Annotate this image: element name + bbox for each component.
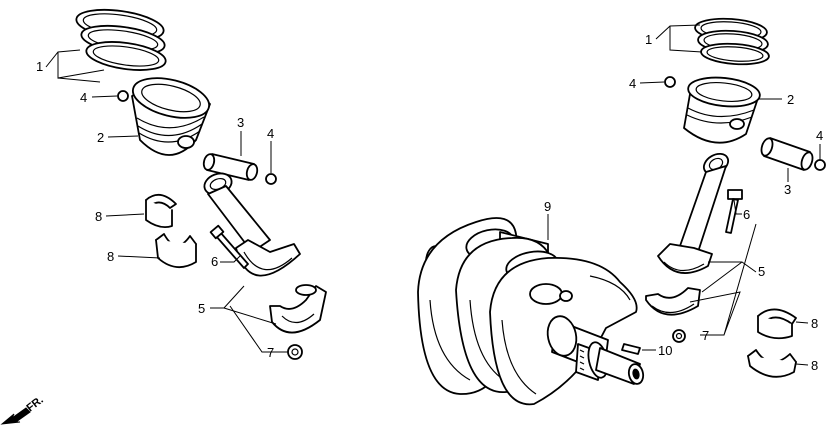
callout-clip-left-b: 4 (267, 126, 274, 141)
bearing-upper-left (145, 194, 177, 229)
callout-bearing-upper-left: 8 (95, 209, 102, 224)
front-direction-marker: FR. (0, 394, 46, 425)
connecting-rod-left (203, 172, 301, 277)
clip-left-b (265, 173, 277, 185)
callout-piston-pin-right: 3 (784, 182, 791, 197)
conrod-nut-left (287, 344, 303, 360)
conrod-bolt-left (209, 224, 249, 269)
callout-nut-left: 7 (267, 345, 274, 360)
piston-pin-right (760, 137, 814, 171)
callout-bearing-lower-left: 8 (107, 249, 114, 264)
leader-lines (45, 24, 821, 366)
clip-right-b (814, 159, 826, 171)
piston-right (683, 76, 761, 144)
callout-piston-rings-left: 1 (36, 59, 43, 74)
crankshaft (417, 217, 645, 406)
callout-piston-pin-left: 3 (237, 115, 244, 130)
front-arrow-icon (0, 407, 31, 425)
piston-left (131, 77, 211, 156)
woodruff-key (621, 343, 641, 355)
bearing-lower-right (747, 349, 797, 378)
piston-rings-right (694, 17, 770, 66)
callout-conrod-right: 5 (758, 264, 765, 279)
bearing-lower-left (155, 233, 197, 268)
callout-bolt-left: 6 (211, 254, 218, 269)
clip-right-a (664, 76, 676, 88)
conrod-bolt-right (725, 189, 743, 234)
callout-conrod-left: 5 (198, 301, 205, 316)
clip-left-a (117, 90, 129, 102)
callout-nut-right: 7 (702, 328, 709, 343)
piston-rings-left (75, 8, 167, 71)
callout-clip-right-a: 4 (629, 76, 636, 91)
bearing-upper-right (757, 308, 797, 340)
conrod-cap-right (645, 287, 701, 316)
callout-bearing-lower-right: 8 (811, 358, 818, 373)
connecting-rod-right (657, 152, 730, 274)
callout-woodruff-key: 10 (658, 343, 672, 358)
callout-bearing-upper-right: 8 (811, 316, 818, 331)
callout-bolt-right: 6 (743, 207, 750, 222)
callout-piston-rings-right: 1 (645, 32, 652, 47)
callout-clip-left-a: 4 (80, 90, 87, 105)
piston-pin-left (202, 153, 259, 181)
callout-piston-left: 2 (97, 130, 104, 145)
conrod-cap-left (269, 284, 327, 334)
callout-clip-right-b: 4 (816, 128, 823, 143)
callout-crankshaft: 9 (544, 199, 551, 214)
callout-piston-right: 2 (787, 92, 794, 107)
conrod-nut-right (672, 329, 686, 343)
